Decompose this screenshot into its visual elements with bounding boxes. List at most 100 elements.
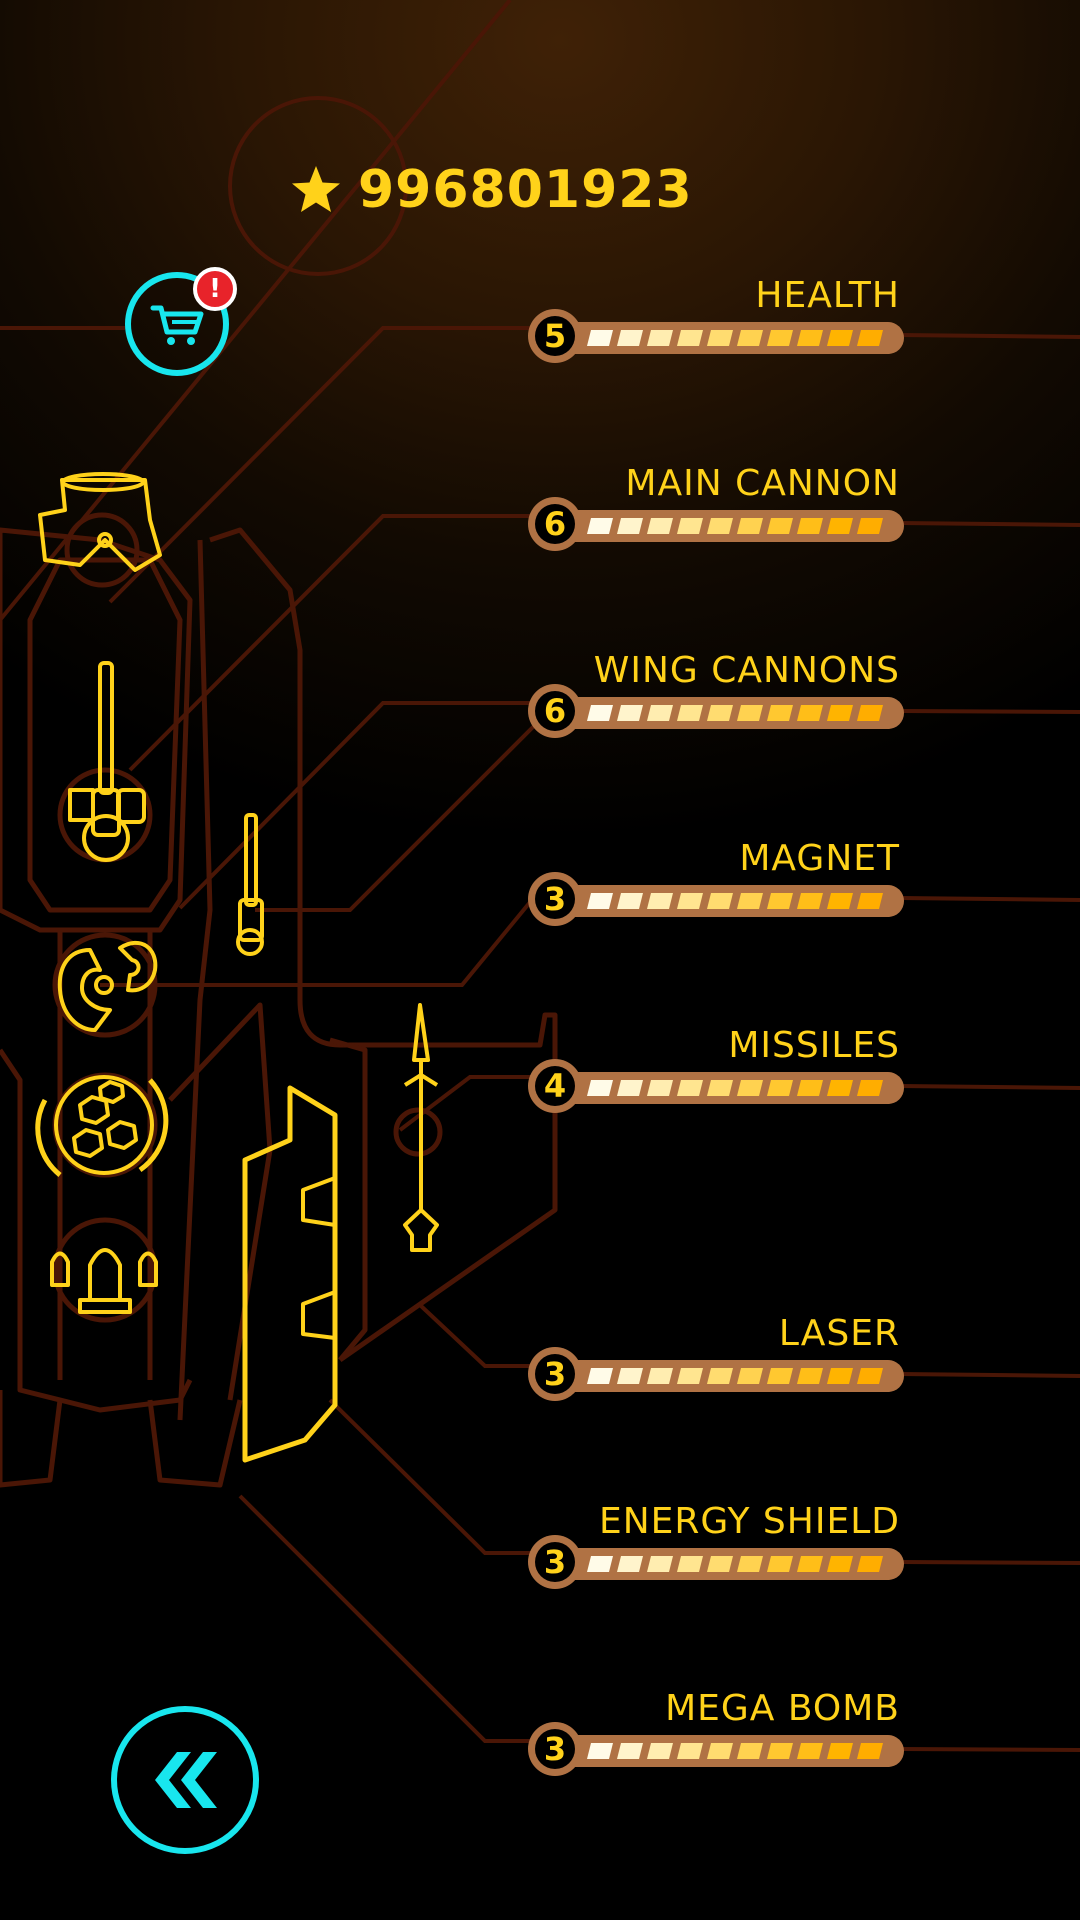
upgrade-label: WING CANNONS: [593, 650, 900, 691]
upgrade-segment: [647, 1368, 673, 1384]
upgrade-level: 3: [535, 1354, 575, 1394]
upgrade-segment: [707, 330, 733, 346]
upgrade-segment: [647, 893, 673, 909]
upgrade-segment: [767, 518, 793, 534]
upgrade-segment: [617, 330, 643, 346]
upgrade-segment: [677, 518, 703, 534]
upgrade-segment: [677, 1368, 703, 1384]
upgrade-level-badge: 3: [528, 1535, 582, 1589]
upgrade-segment: [827, 1743, 853, 1759]
upgrade-level: 5: [535, 316, 575, 356]
upgrade-segments: [585, 705, 885, 721]
upgrade-level: 3: [535, 1729, 575, 1769]
upgrade-segment: [797, 1743, 823, 1759]
segment-track: [587, 1556, 883, 1572]
upgrade-segment: [827, 705, 853, 721]
upgrade-label: MEGA BOMB: [665, 1688, 900, 1729]
upgrade-segment: [737, 330, 763, 346]
upgrade-segment: [797, 330, 823, 346]
upgrade-segment: [827, 518, 853, 534]
upgrade-segment: [647, 518, 673, 534]
upgrade-segment: [617, 1368, 643, 1384]
upgrade-energy-shield[interactable]: ENERGY SHIELD 3: [528, 1501, 904, 1591]
upgrade-segment: [767, 1556, 793, 1572]
upgrade-level-badge: 6: [528, 497, 582, 551]
upgrade-magnet[interactable]: MAGNET 3: [528, 838, 904, 928]
upgrade-segment: [767, 1743, 793, 1759]
upgrade-label: MAGNET: [739, 838, 900, 879]
upgrade-segments: [585, 1080, 885, 1096]
upgrade-main-cannon[interactable]: MAIN CANNON 6: [528, 463, 904, 553]
upgrade-segment: [827, 1368, 853, 1384]
upgrade-segment: [857, 330, 883, 346]
upgrade-missiles[interactable]: MISSILES 4: [528, 1025, 904, 1115]
upgrade-segment: [827, 1556, 853, 1572]
upgrade-segments: [585, 893, 885, 909]
upgrade-mega-bomb[interactable]: MEGA BOMB 3: [528, 1688, 904, 1778]
upgrade-segment: [827, 893, 853, 909]
upgrade-segment: [737, 518, 763, 534]
upgrade-level-badge: 3: [528, 1722, 582, 1776]
upgrade-level-badge: 3: [528, 1347, 582, 1401]
upgrade-laser[interactable]: LASER 3: [528, 1313, 904, 1403]
upgrade-segment: [617, 1556, 643, 1572]
segment-track: [587, 893, 883, 909]
upgrade-level-badge: 6: [528, 684, 582, 738]
upgrade-health[interactable]: HEALTH 5: [528, 275, 904, 365]
upgrade-segment: [767, 1080, 793, 1096]
upgrade-segment: [797, 1556, 823, 1572]
currency-amount: 996801923: [358, 160, 693, 220]
upgrade-level-badge: 4: [528, 1059, 582, 1113]
upgrade-label: MAIN CANNON: [625, 463, 900, 504]
upgrade-segment: [647, 705, 673, 721]
upgrade-segment: [857, 1080, 883, 1096]
upgrade-segment: [677, 1743, 703, 1759]
alert-badge: !: [193, 267, 237, 311]
upgrade-segments: [585, 330, 885, 346]
upgrade-segment: [587, 705, 613, 721]
upgrade-segments: [585, 1556, 885, 1572]
upgrade-segment: [857, 893, 883, 909]
upgrade-label: HEALTH: [755, 275, 900, 316]
upgrade-segment: [617, 1743, 643, 1759]
upgrade-segment: [857, 518, 883, 534]
upgrade-segment: [737, 1080, 763, 1096]
upgrade-segments: [585, 518, 885, 534]
upgrade-segment: [587, 1080, 613, 1096]
upgrade-wing-cannons[interactable]: WING CANNONS 6: [528, 650, 904, 740]
upgrade-segment: [737, 1368, 763, 1384]
upgrade-segment: [737, 1743, 763, 1759]
upgrade-segment: [677, 1556, 703, 1572]
upgrade-segment: [827, 330, 853, 346]
upgrade-segment: [587, 893, 613, 909]
upgrade-label: ENERGY SHIELD: [598, 1501, 900, 1542]
upgrade-segment: [767, 330, 793, 346]
upgrade-level: 6: [535, 691, 575, 731]
upgrade-level: 4: [535, 1066, 575, 1106]
segment-track: [587, 330, 883, 346]
upgrade-segment: [647, 330, 673, 346]
upgrade-segment: [617, 518, 643, 534]
upgrade-segment: [617, 705, 643, 721]
back-button[interactable]: [111, 1706, 259, 1854]
upgrade-segment: [737, 705, 763, 721]
upgrade-segment: [647, 1743, 673, 1759]
upgrade-segment: [797, 1080, 823, 1096]
upgrade-segment: [767, 705, 793, 721]
upgrade-segment: [797, 705, 823, 721]
upgrade-segment: [587, 1556, 613, 1572]
segment-track: [587, 1368, 883, 1384]
upgrade-segments: [585, 1368, 885, 1384]
upgrade-level: 6: [535, 504, 575, 544]
upgrade-segment: [857, 1368, 883, 1384]
upgrade-segment: [707, 1368, 733, 1384]
upgrade-segment: [587, 1743, 613, 1759]
upgrade-segment: [737, 893, 763, 909]
upgrade-segment: [827, 1080, 853, 1096]
upgrade-level: 3: [535, 1542, 575, 1582]
upgrade-label: MISSILES: [728, 1025, 900, 1066]
star-icon: [292, 166, 340, 212]
upgrade-segment: [707, 1080, 733, 1096]
upgrade-segment: [857, 705, 883, 721]
upgrade-segment: [857, 1743, 883, 1759]
